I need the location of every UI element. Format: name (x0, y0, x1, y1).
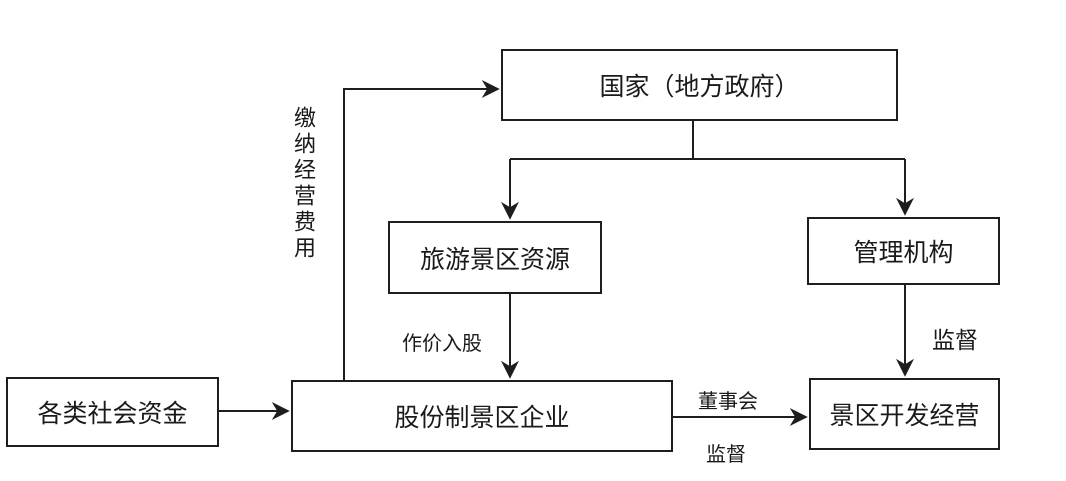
node-management-agency: 管理机构 (807, 217, 1000, 285)
edge-enterprise-to-country (343, 80, 500, 381)
node-country: 国家（地方政府） (501, 49, 898, 121)
label-board-of-directors: 董事会 (698, 389, 758, 413)
node-social-capital: 各类社会资金 (6, 377, 219, 447)
label-supervision-enterprise: 监督 (706, 442, 746, 466)
node-joint-stock-enterprise: 股份制景区企业 (291, 380, 673, 452)
label-supervision-management: 监督 (932, 328, 978, 354)
node-scenic-development: 景区开发经营 (809, 378, 1000, 450)
node-scenic-resources: 旅游景区资源 (388, 221, 602, 294)
label-share-valuation: 作价入股 (402, 331, 482, 355)
label-pay-operating-fee: 缴纳经营费用 (290, 106, 315, 262)
edge-country-split (510, 121, 905, 160)
